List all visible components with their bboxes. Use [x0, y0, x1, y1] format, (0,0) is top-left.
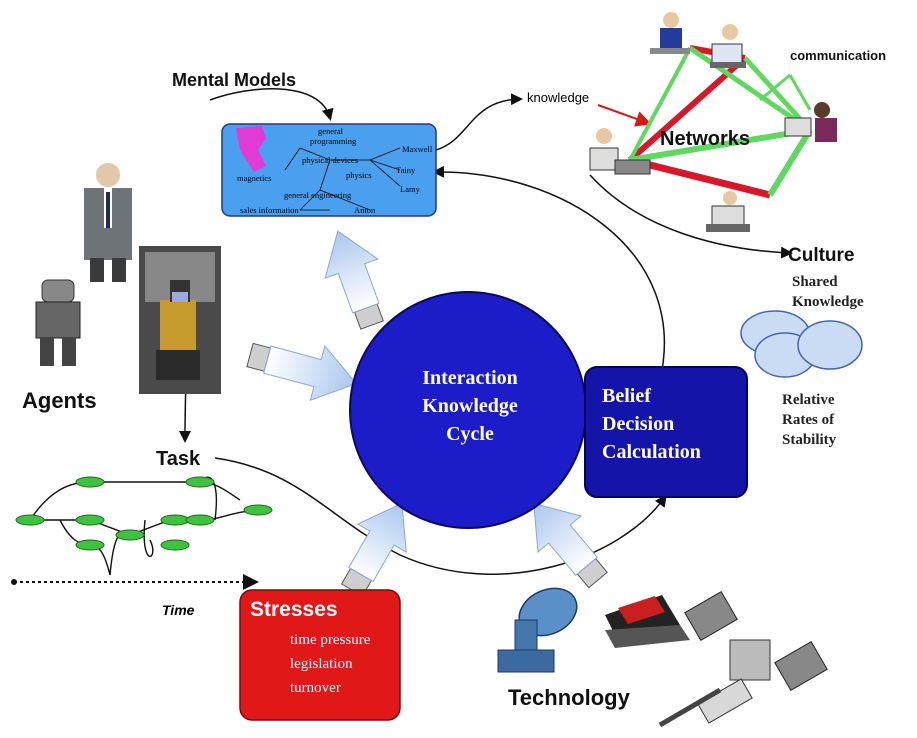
arrow-agents-to-circle	[246, 342, 358, 401]
mm-term-general: general	[318, 126, 344, 136]
stress-item: turnover	[290, 680, 341, 696]
communication-label: communication	[790, 48, 887, 63]
stresses-box	[239, 589, 401, 721]
task-network-nodes	[15, 476, 273, 551]
network-person-2	[710, 24, 746, 68]
arrow-stresses-to-circle	[340, 502, 407, 597]
mm-term-lamy: Lamy	[400, 184, 421, 194]
mental-to-knowledge-arc	[435, 93, 523, 151]
shared-knowledge-label: Shared Knowledge	[792, 274, 864, 310]
culture-label: Culture	[788, 245, 855, 266]
stresses-items: time pressure legislation turnover	[290, 628, 370, 700]
task-label: Task	[156, 448, 201, 470]
relative-rates-line-2: Rates of	[782, 412, 835, 428]
network-person-4	[784, 102, 837, 142]
arrow-circle-to-mental	[324, 230, 384, 330]
belief-line-2: Decision	[602, 413, 675, 435]
network-person-1	[650, 12, 690, 54]
knowledge-red-arrow	[597, 104, 652, 127]
relative-rates-line-3: Stability	[782, 432, 837, 448]
network-person-5	[706, 191, 750, 232]
technology-satellite	[658, 590, 828, 728]
mental-models-box	[221, 123, 437, 217]
mental-to-culture-arc	[589, 174, 793, 259]
mental-models-pink-icon	[236, 126, 266, 172]
mm-term-magnetics: magnetics	[237, 173, 271, 183]
stress-item: legislation	[290, 656, 353, 672]
mm-term-programming: programming	[310, 136, 357, 146]
belief-label: Belief Decision Calculation	[602, 382, 701, 466]
center-line-3: Cycle	[446, 423, 494, 445]
center-line-1: Interaction	[422, 367, 518, 389]
technology-label: Technology	[508, 685, 630, 710]
agent-robot-photo	[139, 246, 221, 394]
models-to-box-arc	[209, 88, 334, 121]
stresses-title: Stresses	[250, 598, 338, 621]
mm-term-physics: physics	[346, 170, 372, 180]
knowledge-label: knowledge	[527, 90, 590, 105]
task-network-lines	[29, 476, 259, 576]
mm-term-tainy: Tainy	[396, 165, 416, 175]
belief-line-1: Belief	[602, 385, 651, 407]
agent-person-figure	[84, 163, 132, 282]
culture-ellipse-3	[797, 320, 863, 370]
networks-links	[628, 45, 813, 199]
task-to-belief-arc	[214, 457, 667, 575]
relative-rates-label: Relative Rates of Stability	[782, 390, 836, 450]
stress-item: time pressure	[290, 632, 371, 648]
agent-toy-robot	[35, 279, 81, 366]
time-label: Time	[162, 602, 195, 618]
technology-satellite-dish	[497, 587, 578, 673]
mm-term-anton: Anton	[354, 205, 376, 215]
belief-line-3: Calculation	[602, 441, 701, 463]
center-line-2: Knowledge	[422, 395, 518, 417]
arrow-technology-to-circle	[533, 502, 608, 589]
center-label: Interaction Knowledge Cycle	[390, 364, 550, 448]
relative-rates-line-1: Relative	[782, 392, 835, 408]
mental-models-label: Mental Models	[172, 70, 297, 90]
technology-laptop	[605, 595, 690, 648]
agents-label: Agents	[22, 388, 97, 413]
mm-term-maxwell: Maxwell	[402, 144, 433, 154]
belief-to-mental-arc	[432, 165, 666, 381]
mm-term-sales: sales information	[240, 205, 300, 215]
network-person-3	[589, 128, 651, 175]
networks-label: Networks	[660, 128, 751, 150]
mm-term-physical: physical devices	[302, 155, 358, 165]
belief-decision-box	[584, 366, 748, 498]
mm-term-general-engineering: general engineering	[284, 190, 352, 200]
